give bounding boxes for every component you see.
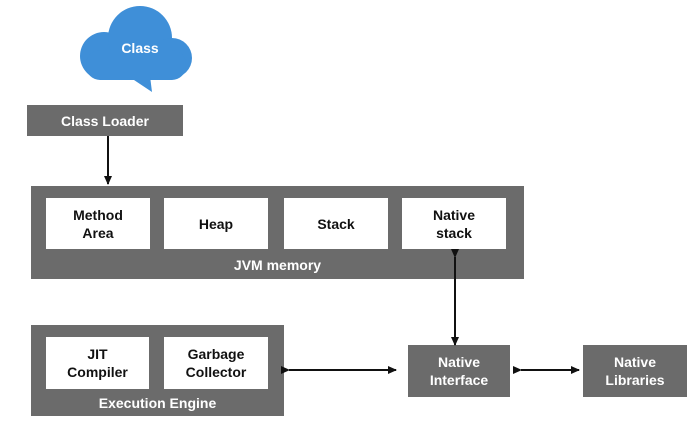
garbage-collector-box: Garbage Collector — [164, 337, 268, 389]
native-interface-box: Native Interface — [408, 345, 510, 397]
native-interface-label: Native Interface — [429, 354, 489, 388]
execution-engine-box: JIT Compiler Garbage Collector Execution… — [31, 325, 284, 416]
cloud-label: Class — [121, 40, 159, 56]
method-area-box: Method Area — [46, 198, 150, 249]
class-loader-box: Class Loader — [27, 105, 183, 136]
native-libraries-box: Native Libraries — [583, 345, 687, 397]
jvm-memory-box: Method Area Heap Stack Native stack JVM … — [31, 186, 524, 279]
execution-engine-label: Execution Engine — [98, 395, 217, 411]
class-loader-label: Class Loader — [61, 112, 149, 129]
native-stack-box: Native stack — [402, 198, 506, 249]
native-libraries-label: Native Libraries — [605, 354, 665, 388]
jit-compiler-box: JIT Compiler — [46, 337, 149, 389]
stack-box: Stack — [284, 198, 388, 249]
jvm-memory-label: JVM memory — [233, 257, 322, 273]
heap-box: Heap — [164, 198, 268, 249]
